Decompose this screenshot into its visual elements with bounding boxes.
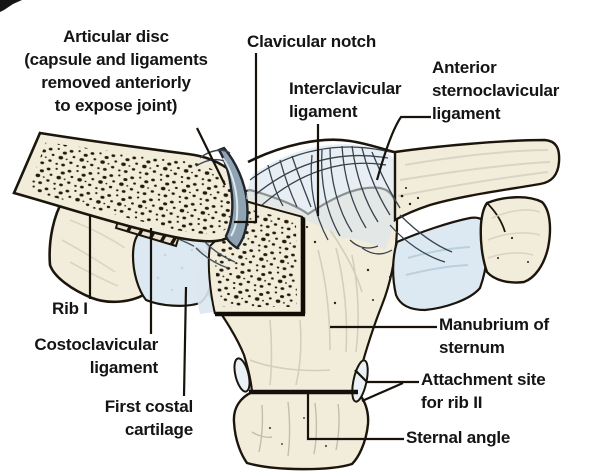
label-line: Manubrium of — [439, 315, 549, 334]
right-costal-cartilage-illustration — [392, 216, 490, 312]
scan-artifact — [0, 0, 22, 12]
label-line: to expose joint) — [54, 96, 178, 115]
label-line: sternoclavicular — [432, 81, 560, 100]
label-line: First costal — [104, 397, 193, 416]
label-line: ligament — [432, 104, 501, 123]
leader-sternal-angle — [306, 393, 404, 441]
leader-attachment-2 — [361, 381, 404, 403]
interclavicular-ligament-illustration — [247, 138, 453, 263]
label-attachment-site-rib-ii: Attachment site for rib II — [421, 368, 546, 414]
right-clavicle-illustration — [393, 138, 561, 223]
leader-lines — [88, 53, 437, 441]
label-rib-i: Rib I — [52, 299, 88, 318]
label-line: Articular disc — [63, 27, 169, 46]
left-clavicle-illustration — [12, 131, 246, 243]
label-line: sternum — [439, 338, 505, 357]
sternum-body-illustration — [232, 390, 370, 471]
label-line: cartilage — [124, 420, 193, 439]
leader-anterior-sternoclavicular — [375, 115, 431, 181]
label-articular-disc: Articular disc (capsule and ligaments re… — [6, 25, 226, 117]
label-line: ligament — [289, 102, 358, 121]
label-manubrium-of-sternum: Manubrium of sternum — [439, 313, 549, 359]
label-line: Attachment site — [421, 370, 546, 389]
label-first-costal-cartilage: First costal cartilage — [55, 395, 193, 441]
label-line: ligament — [89, 358, 159, 377]
label-line: for rib II — [421, 393, 483, 412]
leader-first-costal-cartilage — [182, 286, 188, 397]
leader-clavicular-notch — [234, 53, 258, 224]
label-line: (capsule and ligaments — [24, 50, 208, 69]
label-costoclavicular-ligament: Costoclavicular ligament — [10, 333, 158, 379]
ligament-wash — [246, 144, 399, 250]
label-sternal-angle: Sternal angle — [406, 428, 511, 447]
right-rib1-illustration — [479, 196, 552, 284]
label-line: Costoclavicular — [34, 335, 158, 354]
label-interclavicular-ligament: Interclavicular ligament — [289, 77, 401, 123]
leader-attachment-1 — [354, 369, 419, 384]
label-line: removed anteriorly — [41, 73, 191, 92]
label-clavicular-notch: Clavicular notch — [247, 32, 377, 51]
label-anterior-sternoclavicular-ligament: Anterior sternoclavicular ligament — [432, 56, 559, 125]
label-line: Interclavicular — [289, 79, 402, 98]
leader-articular-disc — [196, 127, 226, 186]
label-line: Anterior — [432, 58, 497, 77]
